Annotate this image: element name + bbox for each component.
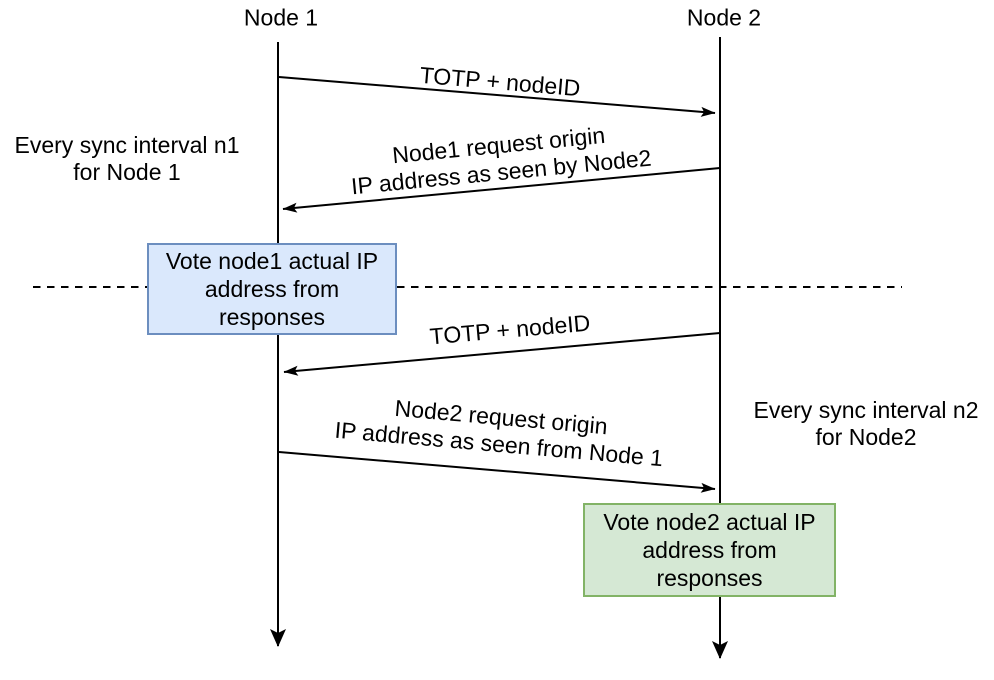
vote-box-node1: Vote node1 actual IP address from respon…	[147, 243, 397, 335]
vote-box-node1-line2: address from	[204, 276, 340, 302]
node1-title: Node 1	[243, 4, 319, 31]
note-node1-line1: Every sync interval n1	[14, 132, 240, 158]
message1-arrow	[278, 76, 716, 117]
message3-arrow	[283, 332, 721, 376]
message4-arrow	[278, 451, 716, 493]
vote-box-node2-line2: address from	[642, 537, 777, 563]
vote-box-node1-line1: Vote node1 actual IP	[165, 248, 379, 274]
vote-box-node2-line3: responses	[656, 565, 763, 591]
vote-box-node1-line3: responses	[218, 304, 326, 330]
message2-arrow	[282, 167, 721, 213]
note-node1-sync-interval: Every sync interval n1 for Node 1	[15, 132, 240, 186]
note-node2-sync-interval: Every sync interval n2 for Node2	[754, 397, 979, 451]
node2-title: Node 2	[686, 4, 762, 31]
vote-box-node2-line1: Vote node2 actual IP	[603, 509, 816, 535]
note-node2-line1: Every sync interval n2	[753, 397, 979, 423]
vote-box-node2: Vote node2 actual IP address from respon…	[583, 503, 836, 597]
note-node1-line2: for Node 1	[73, 159, 181, 185]
note-node2-line2: for Node2	[815, 424, 917, 450]
